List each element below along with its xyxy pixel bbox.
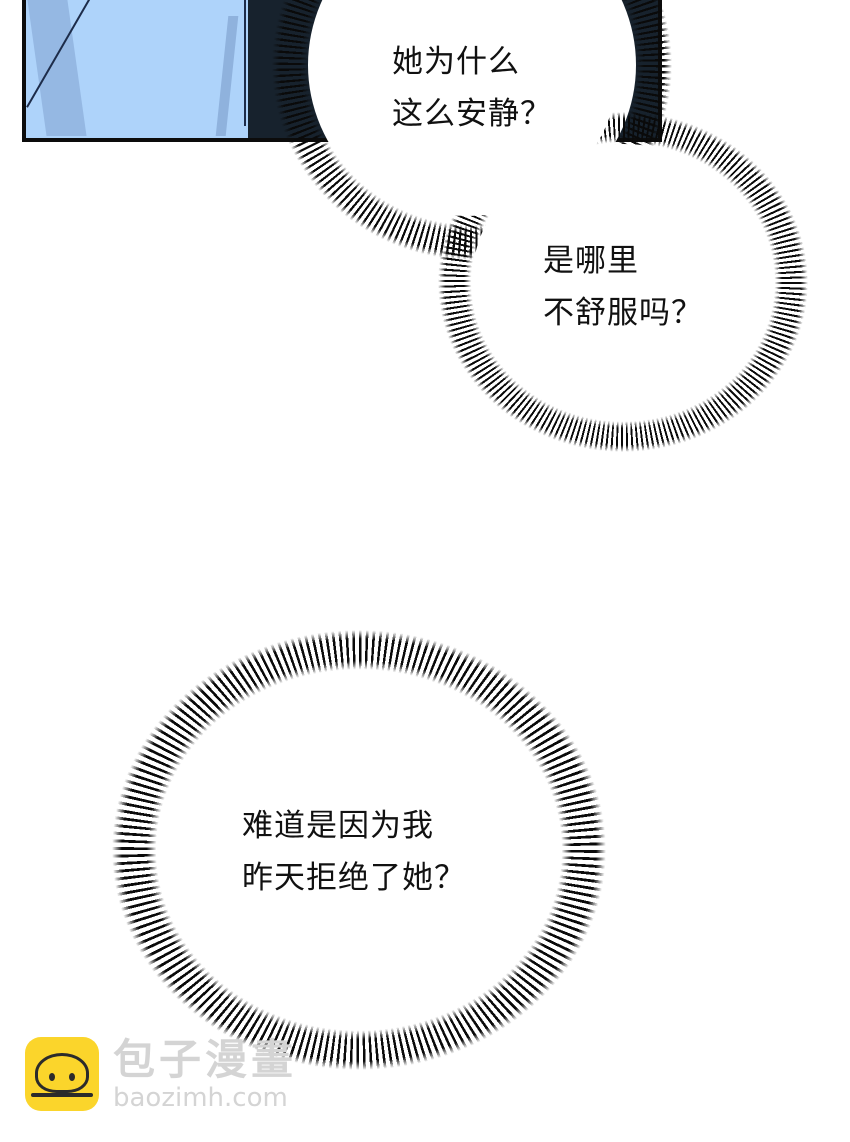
thought-bubble-3 <box>112 630 606 1070</box>
bubble-1-line-1: 她为什么 <box>392 44 520 80</box>
bun-outline <box>35 1053 89 1093</box>
bun-eye <box>69 1073 75 1081</box>
cloth-fold-line <box>244 0 246 126</box>
bubble-3-line-1: 难道是因为我 <box>242 808 434 844</box>
steamed-bun-icon <box>25 1037 99 1111</box>
cloth-shadow <box>215 16 239 136</box>
bun-base <box>31 1093 93 1097</box>
bubble-3-line-2: 昨天拒绝了她？ <box>242 860 466 896</box>
watermark-text: 包子漫畫 baozimh.com <box>113 1035 298 1113</box>
watermark-url: baozimh.com <box>113 1083 288 1113</box>
bun-eye <box>49 1073 55 1081</box>
bubble-3-text: 难道是因为我 昨天拒绝了她？ <box>242 800 466 904</box>
watermark: 包子漫畫 baozimh.com <box>25 1036 297 1112</box>
bubble-interior <box>156 670 562 1030</box>
watermark-brand: 包子漫畫 <box>113 1035 298 1084</box>
bubble-1-text: 她为什么 这么安静？ <box>392 36 552 140</box>
bubble-2-line-2: 不舒服吗？ <box>543 295 703 331</box>
bubble-1-line-2: 这么安静？ <box>392 96 552 132</box>
bubble-2-text: 是哪里 不舒服吗？ <box>543 235 703 339</box>
bubble-2-line-1: 是哪里 <box>543 243 639 279</box>
